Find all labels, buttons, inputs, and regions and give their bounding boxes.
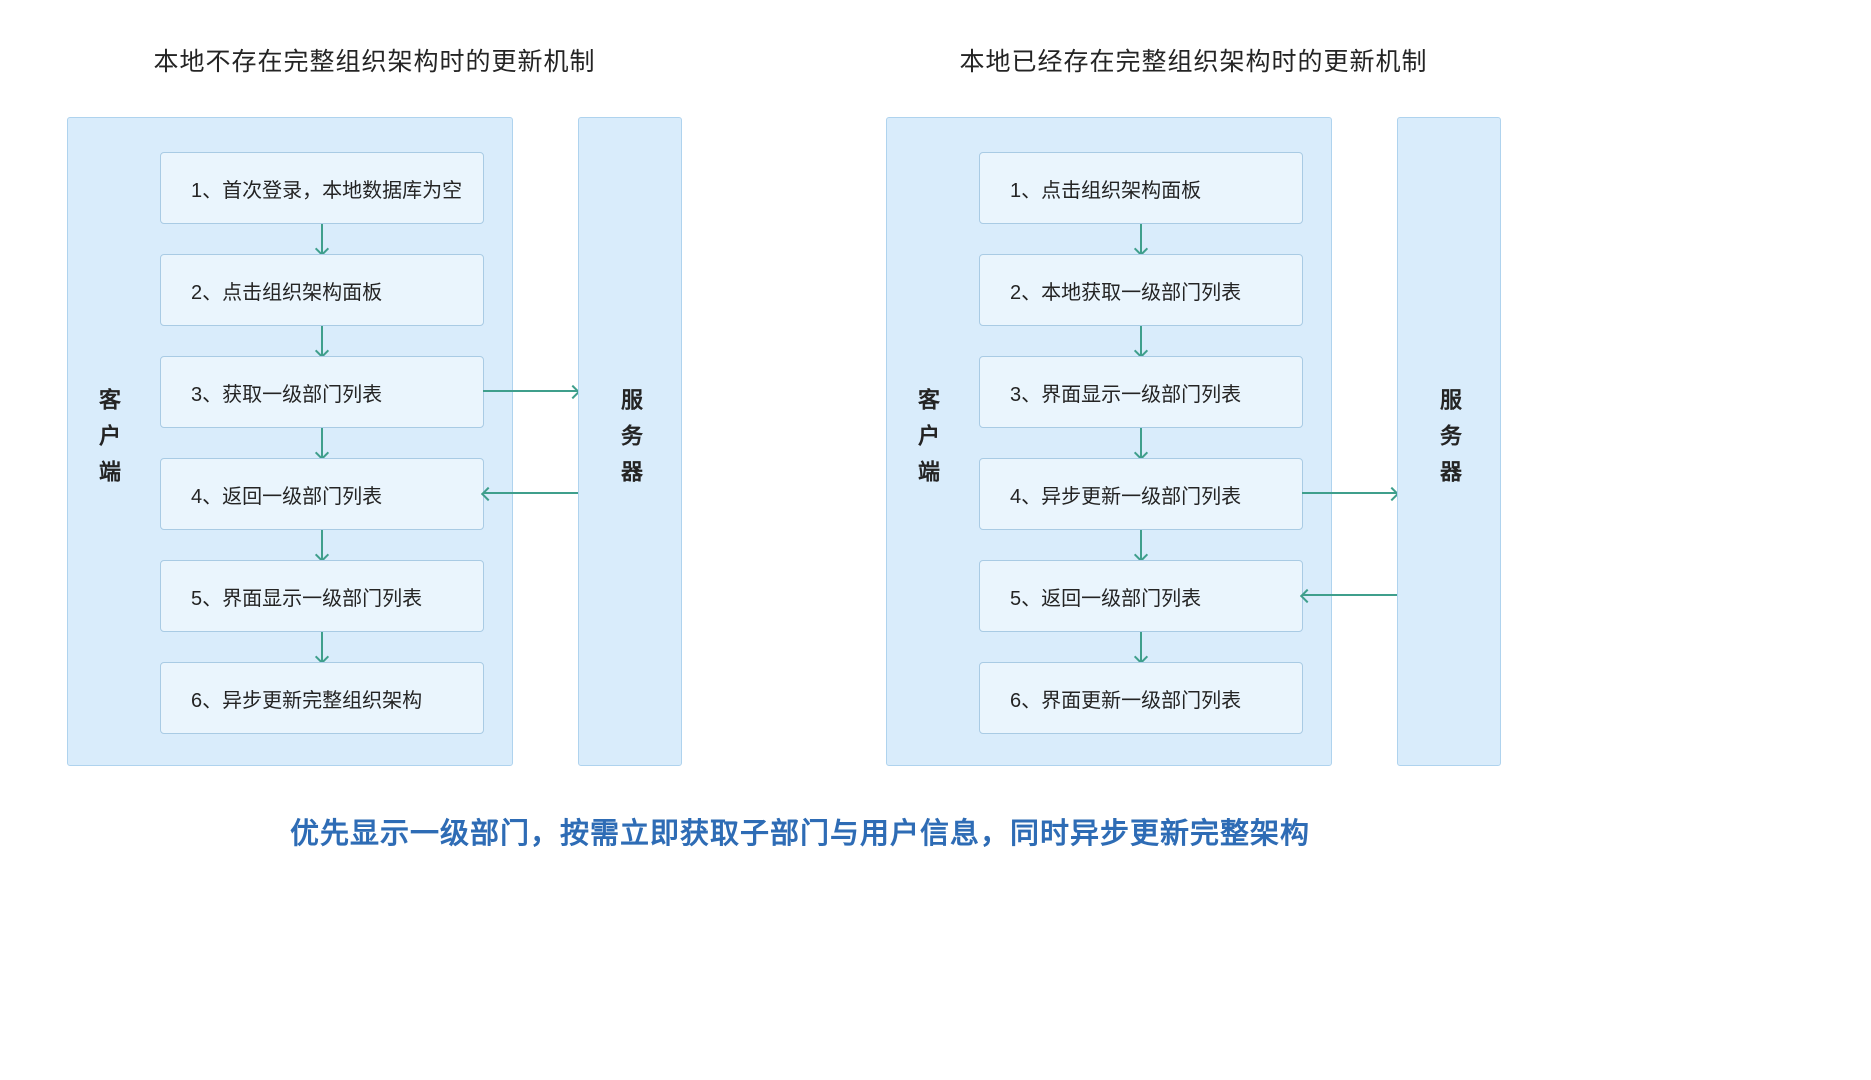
summary-caption: 优先显示一级部门，按需立即获取子部门与用户信息，同时异步更新完整架构	[289, 818, 1310, 850]
server-box: 服务器	[578, 117, 682, 766]
client-label: 客户端	[915, 387, 940, 496]
step-box: 5、返回一级部门列表	[979, 560, 1303, 632]
step-box: 1、首次登录，本地数据库为空	[160, 152, 484, 224]
flow-arrow-down-icon	[1140, 224, 1142, 254]
flow-arrow-down-icon	[321, 530, 323, 560]
step-box: 6、界面更新一级部门列表	[979, 662, 1303, 734]
flow-arrow-down-icon	[321, 428, 323, 458]
step-box: 5、界面显示一级部门列表	[160, 560, 484, 632]
client-label: 客户端	[96, 387, 121, 496]
flow-arrow-down-icon	[1140, 632, 1142, 662]
diagram-existing-local-structure: 本地已经存在完整组织架构时的更新机制 客户端 1、点击组织架构面板 2、本地获取…	[819, 0, 1519, 800]
response-arrow-icon	[483, 492, 578, 494]
flow-arrow-down-icon	[321, 326, 323, 356]
diagram-title: 本地已经存在完整组织架构时的更新机制	[959, 48, 1428, 76]
server-label: 服务器	[1437, 387, 1462, 496]
step-box: 3、界面显示一级部门列表	[979, 356, 1303, 428]
request-arrow-icon	[1302, 492, 1397, 494]
flow-arrow-down-icon	[321, 224, 323, 254]
server-label: 服务器	[618, 387, 643, 496]
client-panel: 客户端 1、首次登录，本地数据库为空 2、点击组织架构面板 3、获取一级部门列表…	[67, 117, 513, 766]
step-box: 4、返回一级部门列表	[160, 458, 484, 530]
flow-arrow-down-icon	[1140, 326, 1142, 356]
step-box: 1、点击组织架构面板	[979, 152, 1303, 224]
flow-arrow-down-icon	[321, 632, 323, 662]
step-box: 2、本地获取一级部门列表	[979, 254, 1303, 326]
step-box: 6、异步更新完整组织架构	[160, 662, 484, 734]
step-box: 3、获取一级部门列表	[160, 356, 484, 428]
flow-arrow-down-icon	[1140, 530, 1142, 560]
step-box: 4、异步更新一级部门列表	[979, 458, 1303, 530]
step-box: 2、点击组织架构面板	[160, 254, 484, 326]
flow-arrow-down-icon	[1140, 428, 1142, 458]
diagram-title: 本地不存在完整组织架构时的更新机制	[153, 48, 596, 76]
request-arrow-icon	[483, 390, 578, 392]
server-box: 服务器	[1397, 117, 1501, 766]
diagram-no-local-structure: 本地不存在完整组织架构时的更新机制 客户端 1、首次登录，本地数据库为空 2、点…	[0, 0, 700, 800]
response-arrow-icon	[1302, 594, 1397, 596]
client-panel: 客户端 1、点击组织架构面板 2、本地获取一级部门列表 3、界面显示一级部门列表…	[886, 117, 1332, 766]
